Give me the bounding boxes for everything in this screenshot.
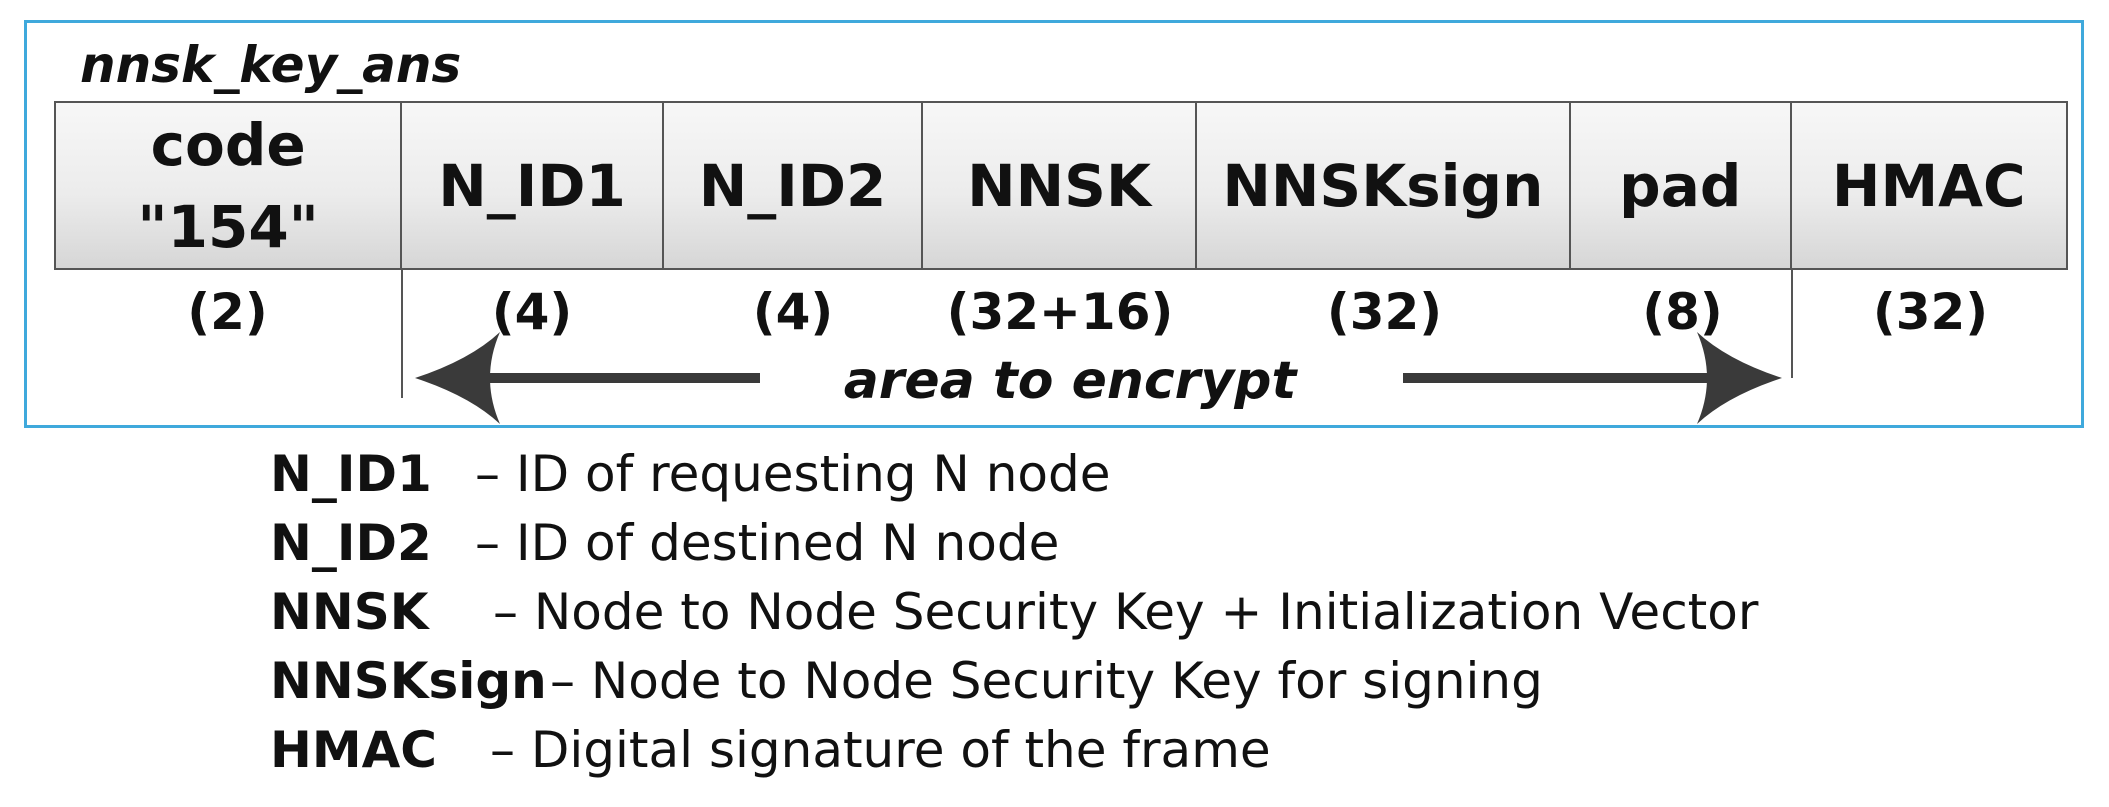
legend-item-n-id2: N_ID2 – ID of destined N node xyxy=(270,509,2070,578)
legend-term: NNSK xyxy=(270,583,429,641)
size-nnsksign: (32) xyxy=(1326,283,1443,341)
legend-item-hmac: HMAC – Digital signature of the frame xyxy=(270,716,2070,785)
size-n-id1: (4) xyxy=(491,283,573,341)
legend: N_ID1 – ID of requesting N node N_ID2 – ID… xyxy=(270,440,2070,785)
size-nnsk: (32+16) xyxy=(946,283,1174,341)
size-hmac: (32) xyxy=(1872,283,1989,341)
field-pad: pad xyxy=(1570,103,1792,268)
field-hmac: HMAC xyxy=(1791,103,2066,268)
legend-term: HMAC xyxy=(270,721,437,779)
legend-desc: – Node to Node Security Key + Initializa… xyxy=(493,583,1759,641)
frame-field-row: code "154" N_ID1 N_ID2 NNSK NNSKsign pad… xyxy=(54,101,2068,270)
legend-desc: – Node to Node Security Key for signing xyxy=(550,652,1543,710)
legend-item-n-id1: N_ID1 – ID of requesting N node xyxy=(270,440,2070,509)
legend-desc: – ID of requesting N node xyxy=(475,445,1111,503)
field-nnsksign: NNSKsign xyxy=(1196,103,1571,268)
legend-item-nnsk: NNSK – Node to Node Security Key + Initia… xyxy=(270,578,2070,647)
field-n-id1: N_ID1 xyxy=(402,103,664,268)
frame-title: nnsk_key_ans xyxy=(80,36,462,94)
legend-item-nnsksign: NNSKsign– Node to Node Security Key for … xyxy=(270,647,2070,716)
encrypt-area-label: area to encrypt xyxy=(843,351,1297,411)
field-n-id2: N_ID2 xyxy=(663,103,924,268)
field-code: code "154" xyxy=(56,103,403,268)
size-pad: (8) xyxy=(1642,283,1723,341)
legend-term: N_ID1 xyxy=(270,445,432,503)
size-code: (2) xyxy=(187,283,268,341)
legend-term: NNSKsign xyxy=(270,652,547,710)
legend-desc: – Digital signature of the frame xyxy=(490,721,1271,779)
legend-desc: – ID of destined N node xyxy=(475,514,1060,572)
legend-term: N_ID2 xyxy=(270,514,432,572)
field-nnsk: NNSK xyxy=(923,103,1197,268)
diagram-frame xyxy=(24,20,2084,428)
size-n-id2: (4) xyxy=(752,283,834,341)
